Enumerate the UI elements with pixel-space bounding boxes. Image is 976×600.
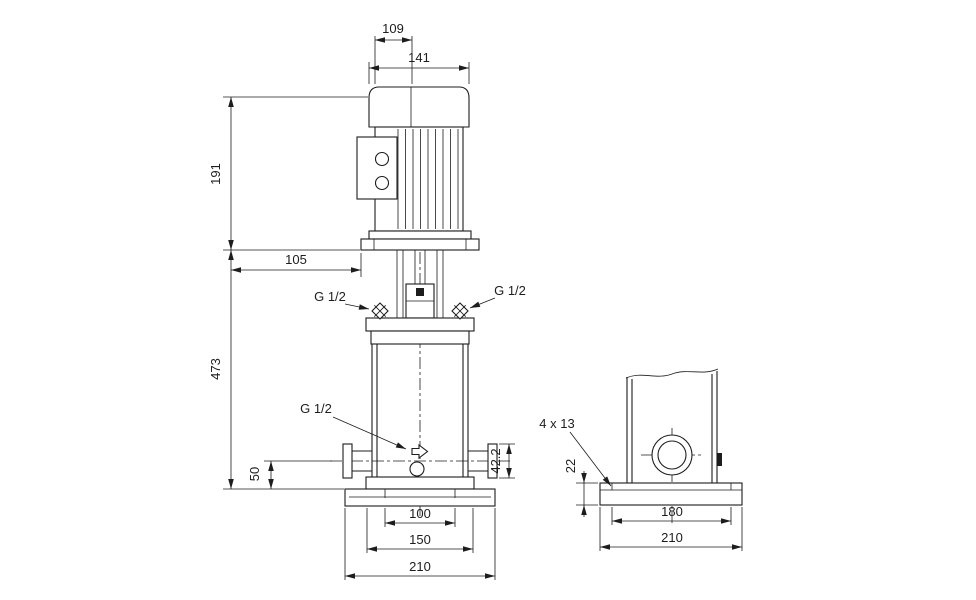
dim-label-210-front: 210 xyxy=(409,559,431,574)
dim-base-flange-width: 150 xyxy=(366,508,474,553)
side-base xyxy=(599,482,743,506)
coupling-screw xyxy=(416,288,424,296)
dim-side-base-width: 210 xyxy=(599,507,743,551)
dim-pump-height: 473 xyxy=(208,250,344,490)
side-tab xyxy=(717,453,722,466)
dim-label-180: 180 xyxy=(661,504,683,519)
flow-arrow-icon xyxy=(411,443,429,460)
dim-label-g12-drain: G 1/2 xyxy=(300,401,332,416)
terminal-box-screw xyxy=(374,151,390,167)
dim-label-109: 109 xyxy=(382,21,404,36)
dim-label-141: 141 xyxy=(408,50,430,65)
dim-label-42-2: 42.2 xyxy=(488,448,503,473)
pump-head xyxy=(365,302,475,345)
side-sleeve xyxy=(625,368,722,483)
pump-sleeve xyxy=(365,343,475,490)
dim-label-4x13: 4 x 13 xyxy=(539,416,574,431)
outlet-port xyxy=(468,443,498,479)
dim-base-slot-spacing: 100 xyxy=(384,506,456,527)
dim-port-flange-size: 42.2 xyxy=(488,443,515,479)
drain-assembly xyxy=(409,443,429,477)
port-plug-left xyxy=(371,302,389,320)
dim-label-22: 22 xyxy=(563,459,578,473)
dim-label-105: 105 xyxy=(285,252,307,267)
dim-base-center-offset: 105 xyxy=(231,252,362,277)
dim-label-g12-top-right: G 1/2 xyxy=(494,283,526,298)
front-view: 109 141 191 473 105 xyxy=(208,21,526,580)
coupling-section xyxy=(396,250,444,319)
dim-label-150: 150 xyxy=(409,532,431,547)
pump-base xyxy=(344,488,496,507)
motor xyxy=(356,86,480,251)
dim-motor-width: 141 xyxy=(368,50,470,84)
label-drain-port: G 1/2 xyxy=(300,401,407,450)
label-top-port-left: G 1/2 xyxy=(314,289,370,310)
motor-fins xyxy=(397,129,459,229)
dim-label-50: 50 xyxy=(247,467,262,481)
terminal-box-screw xyxy=(374,175,390,191)
inlet-port xyxy=(342,443,372,479)
dim-base-height: 22 xyxy=(563,459,598,517)
drain-plug xyxy=(409,461,425,477)
motor-end-shield xyxy=(368,230,472,240)
dim-label-100: 100 xyxy=(409,506,431,521)
port-plug-right xyxy=(451,302,469,320)
dim-label-210-side: 210 xyxy=(661,530,683,545)
side-port-inner xyxy=(657,440,687,470)
dim-motor-height: 191 xyxy=(208,96,368,251)
break-line xyxy=(625,368,719,379)
label-top-port-right: G 1/2 xyxy=(469,283,526,309)
terminal-box xyxy=(356,136,398,200)
motor-flange xyxy=(360,238,480,251)
dim-label-g12-top-left: G 1/2 xyxy=(314,289,346,304)
dim-slot-spacing: 180 xyxy=(611,504,732,525)
dim-label-191: 191 xyxy=(208,163,223,185)
dim-port-center-height: 50 xyxy=(247,460,332,489)
dim-label-473: 473 xyxy=(208,358,223,380)
fan-cover xyxy=(368,86,470,128)
dim-fan-cover-width: 109 xyxy=(374,21,413,84)
dim-mounting-slots: 4 x 13 xyxy=(539,416,612,487)
sleeve-bottom-flange xyxy=(365,476,475,490)
dim-base-width: 210 xyxy=(344,508,496,580)
side-view: 4 x 13 22 180 210 xyxy=(539,368,743,551)
